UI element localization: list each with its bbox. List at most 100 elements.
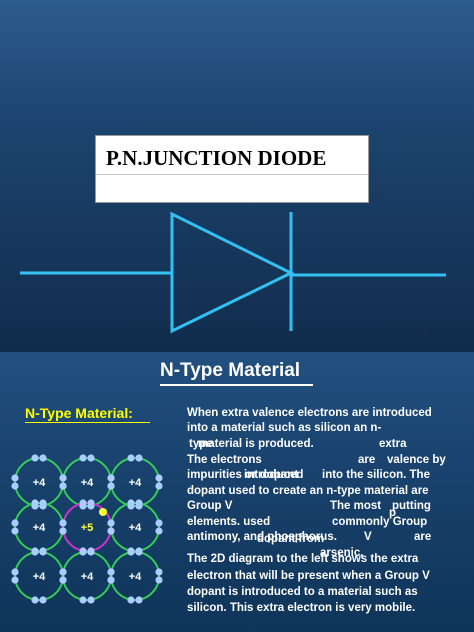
- p1-line-3b: material is produced.: [198, 438, 314, 450]
- electron-dot: [107, 568, 115, 576]
- electron-dot: [79, 548, 87, 556]
- silicon-charge-label: +4: [81, 477, 94, 489]
- electron-dot: [107, 482, 115, 490]
- electron-dot: [11, 527, 19, 535]
- silicon-charge-label: +4: [81, 571, 94, 583]
- electron-dot: [79, 454, 87, 462]
- electron-dot: [127, 454, 135, 462]
- electron-dot: [11, 519, 19, 527]
- silicon-bond-ring: [110, 551, 160, 601]
- p1-line-9c: V: [364, 531, 372, 543]
- electron-dot: [39, 499, 47, 507]
- dopant-charge-label: +5: [81, 522, 94, 534]
- electron-dot: [59, 474, 67, 482]
- electron-dot: [31, 548, 39, 556]
- electron-dot: [107, 527, 115, 535]
- electron-dot: [59, 527, 67, 535]
- electron-dot: [11, 474, 19, 482]
- p1-line-7c: putting: [392, 500, 431, 512]
- slide-1: P.N.JUNCTION DIODE 1: [0, 0, 474, 352]
- electron-dot: [87, 454, 95, 462]
- electron-dot: [87, 596, 95, 604]
- p2-line-2: electron that will be present when a Gro…: [187, 570, 430, 582]
- p1-line-5b: introduced: [244, 469, 304, 481]
- electron-dot: [31, 499, 39, 507]
- electron-dot: [155, 527, 163, 535]
- electron-dot: [87, 548, 95, 556]
- slide-2: N-Type Material N-Type Material: +4+4+4+…: [0, 352, 474, 632]
- p1-line-3a: type: [189, 438, 213, 450]
- p1-line-10: arsenic,: [320, 547, 364, 559]
- electron-dot: [107, 474, 115, 482]
- electron-dot: [59, 482, 67, 490]
- electron-dot: [127, 548, 135, 556]
- p1-line-2: into a material such as silicon an n-: [187, 422, 382, 434]
- p1-line-6: dopant used to create an n-type material…: [187, 485, 429, 497]
- p1-line-9b: dopant from: [257, 533, 325, 545]
- p1-line-3c: extra: [379, 438, 407, 450]
- electron-dot: [59, 576, 67, 584]
- electron-dot: [155, 568, 163, 576]
- p1-line-8b: commonly Group: [332, 516, 428, 528]
- electron-dot: [135, 548, 143, 556]
- p1-line-1: When extra valence electrons are introdu…: [187, 407, 432, 419]
- p1-line-7a: Group V: [187, 500, 233, 512]
- electron-dot: [107, 576, 115, 584]
- p2-line-4: silicon. This extra electron is very mob…: [187, 602, 416, 614]
- electron-dot: [11, 568, 19, 576]
- silicon-charge-label: +4: [33, 571, 46, 583]
- electron-dot: [11, 576, 19, 584]
- p1-line-5a: impurities or dopant: [187, 469, 299, 481]
- p1-line-9a: antimony, and phosphorus.: [187, 531, 337, 543]
- electron-dot: [39, 454, 47, 462]
- electron-dot: [59, 568, 67, 576]
- electron-dot: [79, 596, 87, 604]
- electron-dot: [107, 519, 115, 527]
- p1-line-4c: valence by: [387, 454, 446, 466]
- electron-dot: [127, 499, 135, 507]
- silicon-charge-label: +4: [129, 522, 142, 534]
- electron-dot: [135, 454, 143, 462]
- page-number: 1: [428, 328, 432, 337]
- electron-dot: [155, 519, 163, 527]
- electron-dot: [155, 482, 163, 490]
- silicon-charge-label: +4: [129, 571, 142, 583]
- p1-line-9d: are: [414, 531, 432, 543]
- diode-symbol: [20, 211, 446, 334]
- electron-dot: [135, 499, 143, 507]
- p1-line-4b: are: [358, 454, 376, 466]
- electron-dot: [11, 482, 19, 490]
- electron-dot: [39, 596, 47, 604]
- p2-line-3: dopant is introduced to a material such …: [187, 586, 418, 598]
- extra-electron-dot: [99, 508, 107, 516]
- electron-dot: [31, 454, 39, 462]
- p2-line-1: The 2D diagram to the left shows the ext…: [187, 553, 419, 565]
- title-box: P.N.JUNCTION DIODE: [95, 135, 369, 203]
- p1-line-8a: elements. used: [187, 516, 271, 528]
- silicon-lattice-diagram: +4 +4 +4 +4 +5 +4 +4 +4 +4: [11, 454, 163, 604]
- slide2-heading-underline: [160, 384, 313, 386]
- electron-dot: [155, 576, 163, 584]
- ntype-label: N-Type Material:: [25, 405, 133, 421]
- diode-anode-triangle: [170, 211, 295, 334]
- silicon-charge-label: +4: [33, 477, 46, 489]
- p1-line-5c: into the silicon. The: [322, 469, 430, 481]
- p1-line-7b: The most: [330, 500, 382, 512]
- silicon-charge-label: +4: [33, 522, 46, 534]
- electron-dot: [39, 548, 47, 556]
- p1-line-7d: p: [389, 507, 397, 519]
- ntype-label-underline: [25, 422, 150, 423]
- slide2-heading: N-Type Material: [160, 360, 301, 381]
- electron-dot: [155, 474, 163, 482]
- p1-line-4a: The electrons: [187, 454, 262, 466]
- electron-dot: [87, 499, 95, 507]
- electron-dot: [135, 596, 143, 604]
- title-box-divider: [96, 174, 368, 175]
- slide-title: P.N.JUNCTION DIODE: [106, 146, 327, 170]
- electron-dot: [79, 499, 87, 507]
- silicon-charge-label: +4: [129, 477, 142, 489]
- silicon-bond-ring: [110, 457, 160, 507]
- electron-dot: [31, 596, 39, 604]
- electron-dot: [127, 596, 135, 604]
- electron-dot: [59, 519, 67, 527]
